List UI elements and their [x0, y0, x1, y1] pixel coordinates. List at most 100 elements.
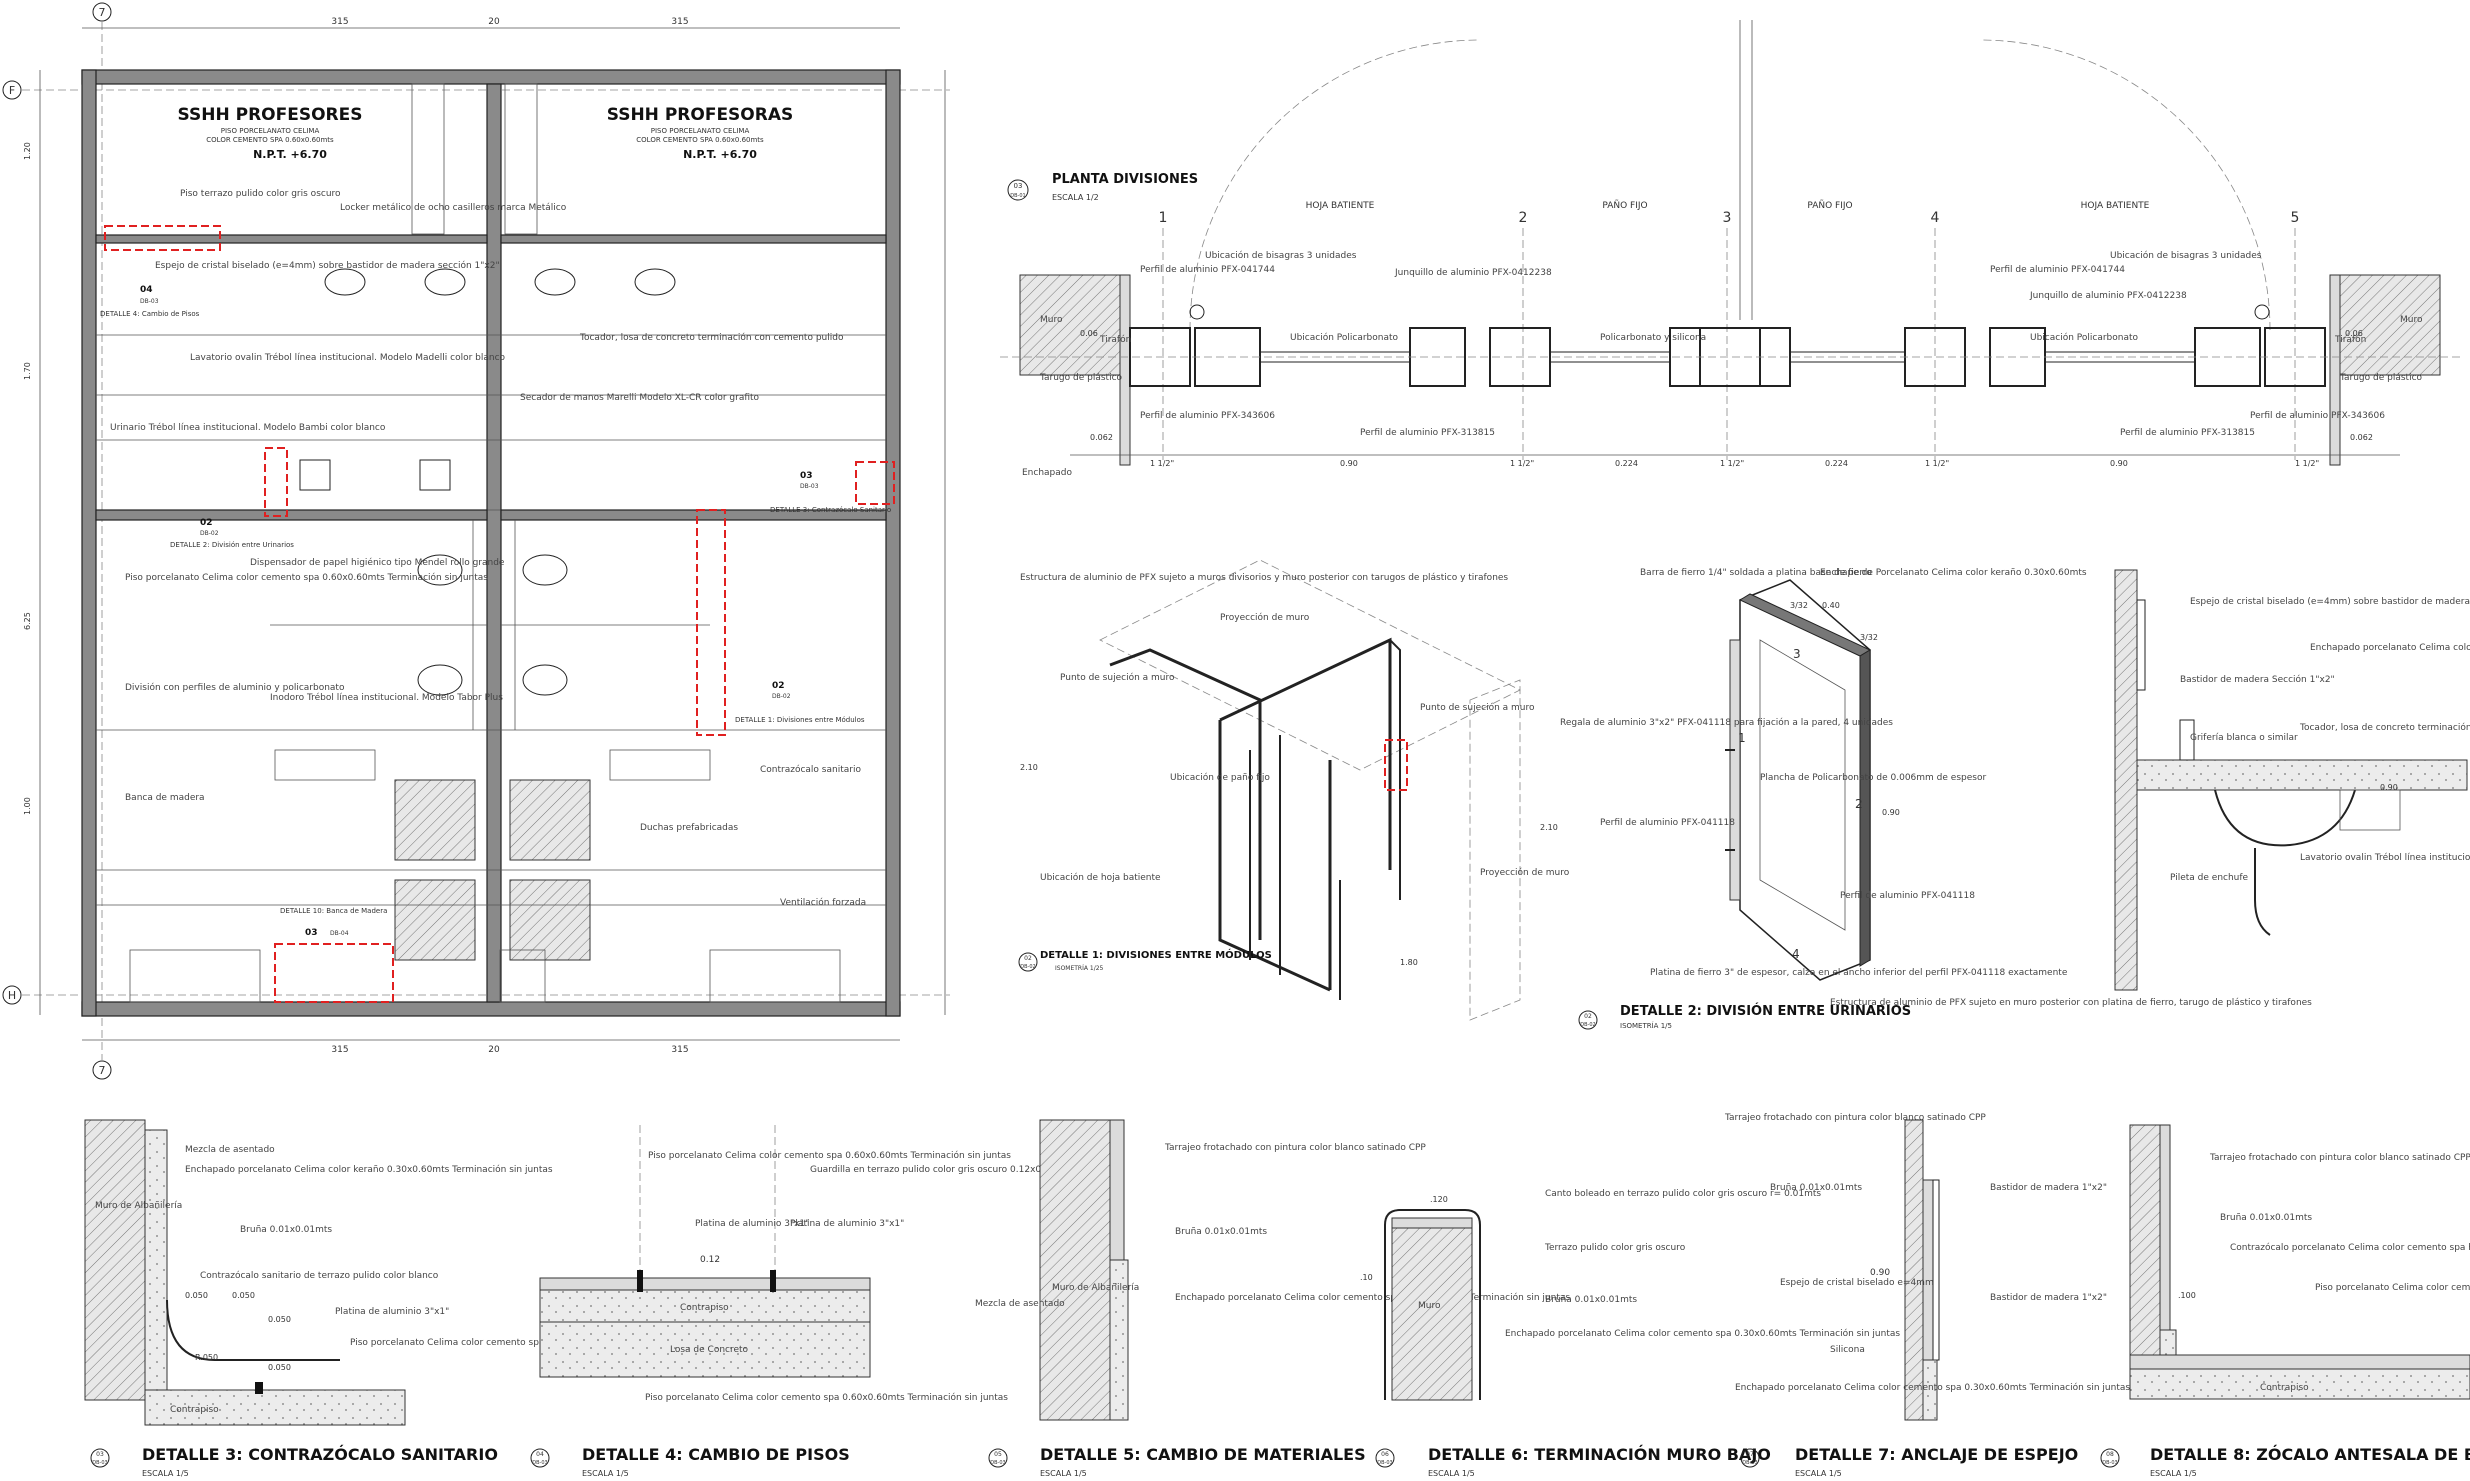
det1-note-1: Proyección de muro — [1220, 612, 1310, 623]
svg-text:Tarrajeo frotachado con pintur: Tarrajeo frotachado con pintura color bl… — [1164, 1143, 1426, 1153]
det2-notes: Barra de fierro 1/4" soldada a platina b… — [1560, 568, 2312, 1008]
det1-dim-0: 2.10 — [1020, 763, 1038, 772]
room-title-left: SSHH PROFESORES — [178, 105, 363, 125]
det2-note-2: Regala de aluminio 3"x2" PFX-041118 para… — [1560, 717, 1893, 728]
planta-title: PLANTA DIVISIONES — [1052, 172, 1198, 187]
dim-bottom-3: 315 — [671, 1045, 688, 1055]
lav-note-5: Lavatorio ovalin Trébol línea institucio… — [2300, 852, 2470, 863]
planta-label-3b: Ubicación Policarbonato — [2030, 332, 2139, 343]
planta-scale: ESCALA 1/2 — [1052, 193, 1099, 202]
planta-axis-2: 2 — [1519, 210, 1528, 226]
svg-text:Enchapado porcelanato Celima c: Enchapado porcelanato Celima color cemen… — [1175, 1292, 1570, 1303]
callout-detalle-4[interactable]: 04 DB-03 DETALLE 4: Cambio de Pisos — [100, 285, 200, 318]
lav-notes: Espejo de cristal biselado (e=4mm) sobre… — [2170, 596, 2470, 883]
svg-text:Piso porcelanato Celima color: Piso porcelanato Celima color cemento sp… — [350, 1337, 713, 1348]
grid-label-top: 7 — [99, 6, 106, 19]
svg-text:0.050: 0.050 — [185, 1291, 208, 1300]
lav-dim: 0.90 — [2380, 783, 2398, 792]
planta-span-3: PAÑO FIJO — [1807, 200, 1852, 211]
planta-axis-5: 5 — [2291, 210, 2300, 226]
shower-4 — [509, 879, 591, 961]
planta-label-1b: Ubicación de bisagras 3 unidades — [2110, 250, 2262, 261]
dim-top-2: 20 — [488, 17, 500, 27]
det6-title: DETALLE 6: TERMINACIÓN MURO BAJO — [1428, 1445, 1771, 1464]
det2-mark-1: 1 — [1738, 731, 1746, 745]
det1-sheet: DB-02 — [1020, 964, 1035, 970]
planta-label-5b: Perfil de aluminio PFX-343606 — [2250, 411, 2385, 421]
callout-detalle-3[interactable]: 03 DB-03 DETALLE 3: Contrazócalo Sanitar… — [770, 471, 891, 514]
svg-text:Tarrajeo frotachado con pintur: Tarrajeo frotachado con pintura color bl… — [2209, 1153, 2470, 1163]
planta-span-4: HOJA BATIENTE — [2081, 201, 2150, 211]
svg-text:Contrazócalo porcelanato Celim: Contrazócalo porcelanato Celima color ce… — [2230, 1242, 2470, 1253]
planta-dim-7: 1 1/2" — [1925, 459, 1949, 468]
plan-note-0: Piso terrazo pulido color gris oscuro — [180, 189, 341, 199]
svg-text:Piso porcelanato Celima color: Piso porcelanato Celima color cemento sp… — [648, 1150, 1011, 1161]
planta-labels: Perfil de aluminio PFX-041744 Ubicación … — [1022, 250, 2423, 478]
svg-text:06: 06 — [1381, 1451, 1389, 1458]
plan-note-1: Locker metálico de ocho casilleros marca… — [340, 203, 567, 213]
svg-text:Platina de aluminio 3"x1": Platina de aluminio 3"x1" — [695, 1219, 809, 1229]
room-title-right: SSHH PROFESORAS — [607, 105, 794, 125]
svg-text:Terrazo pulido color gris oscu: Terrazo pulido color gris oscuro — [1544, 1243, 1686, 1253]
svg-text:Bastidor de madera 1"x2": Bastidor de madera 1"x2" — [1990, 1183, 2107, 1193]
wall-center — [486, 83, 502, 1003]
svg-text:0.050: 0.050 — [268, 1363, 291, 1372]
svg-text:08: 08 — [2106, 1451, 2114, 1458]
partition-right — [500, 509, 887, 521]
dim-top-1: 315 — [331, 17, 348, 27]
lav-note-2: Bastidor de madera Sección 1"x2" — [2180, 674, 2335, 685]
lav-note-1: Enchapado porcelanato Celima color kerañ… — [2310, 642, 2470, 653]
room-sub1-right: PISO PORCELANATO CELIMA — [651, 127, 750, 135]
det2-note-5: Platina de fierro 3" de espesor, calza e… — [1650, 968, 2068, 978]
grid-label-bottom: 7 — [99, 1064, 106, 1077]
planta-label-10: Enchapado — [1022, 468, 1072, 478]
detalle-lavatorio: 0.90 Espejo de cristal biselado (e=4mm) … — [2114, 569, 2470, 991]
det7-notes: Tarrajeo frotachado con pintura color bl… — [1724, 1113, 2130, 1393]
svg-text:05: 05 — [994, 1451, 1002, 1458]
callout-detalle-1[interactable]: 02 DB-02 DETALLE 1: Divisiones entre Mód… — [735, 681, 865, 724]
callout-detalle-2[interactable]: 02 DB-02 DETALLE 2: División entre Urina… — [170, 518, 294, 549]
locker-top-right — [504, 83, 538, 235]
det8-title: DETALLE 8: ZÓCALO ANTESALA DE BAÑOS — [2150, 1445, 2470, 1464]
room-npt-right: N.P.T. +6.70 — [683, 148, 757, 161]
svg-text:.120: .120 — [1430, 1195, 1448, 1204]
svg-text:Bruña 0.01x0.01mts: Bruña 0.01x0.01mts — [1545, 1295, 1637, 1305]
svg-text:ESCALA 1/5: ESCALA 1/5 — [2150, 1469, 2197, 1478]
det2-dim-2: 3/32 — [1860, 633, 1878, 642]
planta-label-3: Ubicación Policarbonato — [1290, 332, 1399, 343]
svg-text:Bruña 0.01x0.01mts: Bruña 0.01x0.01mts — [1770, 1183, 1862, 1193]
detalle-4: Piso porcelanato Celima color cemento sp… — [530, 1125, 1073, 1478]
det2-sheet: DB-02 — [1580, 1022, 1595, 1028]
locker-bottom-2 — [499, 949, 546, 1003]
svg-text:Contrapiso: Contrapiso — [2260, 1383, 2309, 1393]
planta-label-9b: Muro — [2400, 315, 2423, 325]
planta-label-2b: Junquillo de aluminio PFX-0412238 — [2029, 291, 2187, 301]
planta-label-0: Perfil de aluminio PFX-041744 — [1140, 265, 1275, 275]
dim-left-4: 6.25 — [23, 612, 32, 630]
svg-text:Mezcla de asentado: Mezcla de asentado — [975, 1299, 1065, 1309]
detalle-8: Tarrajeo frotachado con pintura color bl… — [2100, 1124, 2470, 1478]
svg-text:Enchapado porcelanato Celima c: Enchapado porcelanato Celima color cemen… — [1505, 1328, 1900, 1339]
lav-note-4: Grifería blanca o similar — [2190, 733, 2298, 743]
planta-bubble — [1007, 179, 1029, 201]
plan-note-12: Banca de madera — [125, 793, 205, 803]
det2-dim-3: 0.90 — [1882, 808, 1900, 817]
svg-text:03: 03 — [800, 471, 813, 481]
sink-1 — [324, 268, 366, 296]
svg-text:DB-02: DB-02 — [200, 530, 219, 537]
svg-text:04: 04 — [140, 285, 153, 295]
svg-text:DETALLE 4: Cambio de Pisos: DETALLE 4: Cambio de Pisos — [100, 310, 200, 318]
toilet-4 — [522, 664, 568, 696]
det1-note-2b: Punto de sujeción a muro — [1420, 702, 1535, 713]
svg-text:DB-03: DB-03 — [1742, 1460, 1757, 1466]
callout-detalle-10[interactable]: 03 DB-04 DETALLE 10: Banca de Madera — [280, 907, 387, 938]
svg-text:Bastidor de madera 1"x2": Bastidor de madera 1"x2" — [1990, 1293, 2107, 1303]
plan-notes: Piso terrazo pulido color gris oscuro Lo… — [110, 189, 866, 908]
planta-dim-2: 0.90 — [1340, 459, 1358, 468]
planta-label-0b: Perfil de aluminio PFX-041744 — [1990, 265, 2125, 275]
svg-text:DETALLE 1: Divisiones entre Mó: DETALLE 1: Divisiones entre Módulos — [735, 716, 865, 724]
svg-text:Mezcla de asentado: Mezcla de asentado — [185, 1145, 275, 1155]
svg-text:DB-03: DB-03 — [990, 1460, 1005, 1466]
det2-mark-4: 4 — [1792, 947, 1800, 961]
